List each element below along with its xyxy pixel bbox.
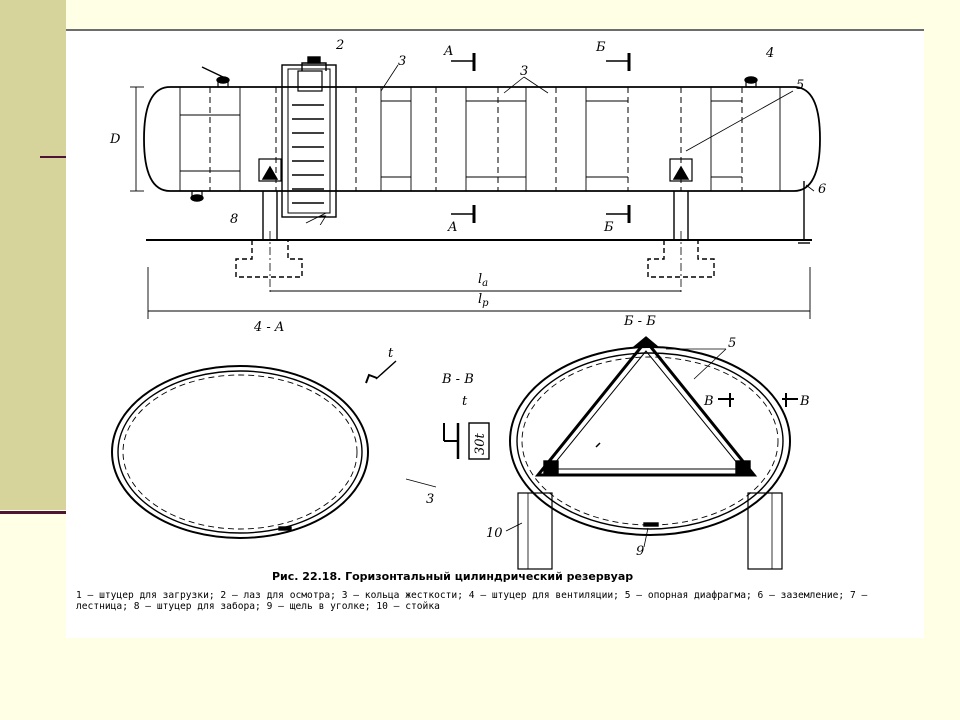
label-A-top: A bbox=[443, 44, 453, 59]
label-A-bottom: A bbox=[447, 220, 457, 235]
label-8: 8 bbox=[230, 212, 238, 227]
label-la: la bbox=[478, 272, 488, 289]
section-VV-title: В - В bbox=[441, 372, 474, 387]
label-lp: lp bbox=[478, 292, 489, 309]
figure-caption-title: Рис. 22.18. Горизонтальный цилиндрически… bbox=[272, 570, 634, 583]
label-3-ring: 3 bbox=[426, 492, 434, 507]
label-7: 7 bbox=[318, 214, 327, 229]
slide-sidebar bbox=[0, 0, 66, 510]
label-B-top: Б bbox=[595, 40, 606, 55]
label-3-rings: 3 bbox=[520, 64, 528, 79]
tank-drawing-svg: 2 3 3 4 5 6 7 8 D A A Б Б la lp 4 - A Б … bbox=[109, 38, 826, 570]
label-5-top: 5 bbox=[796, 78, 804, 93]
label-9: 9 bbox=[636, 544, 644, 559]
label-2: 2 bbox=[335, 38, 344, 53]
label-B-bottom: Б bbox=[603, 220, 614, 235]
label-5-ring: 5 bbox=[728, 336, 736, 351]
accent-line-left bbox=[40, 156, 67, 158]
figure-caption-legend: 1 — штуцер для загрузки; 2 — лаз для осм… bbox=[76, 590, 868, 612]
label-t-ring: t bbox=[388, 346, 394, 361]
section-BB-title: Б - Б bbox=[623, 314, 656, 329]
label-D: D bbox=[109, 132, 121, 147]
label-3-top: 3 bbox=[398, 54, 406, 69]
label-10: 10 bbox=[486, 526, 503, 541]
label-4: 4 bbox=[765, 46, 774, 61]
tank-drawing: 2 3 3 4 5 6 7 8 D A A Б Б la lp 4 - A Б … bbox=[66, 31, 924, 638]
accent-line-bottom bbox=[0, 511, 66, 514]
label-V-left: В bbox=[703, 394, 714, 409]
label-t-vv: t bbox=[462, 394, 468, 409]
label-6: 6 bbox=[818, 182, 826, 197]
slide-title-rule bbox=[66, 29, 924, 31]
label-30t: 30t bbox=[473, 432, 488, 455]
label-V-right: В bbox=[799, 394, 810, 409]
section-AA-title: 4 - A bbox=[253, 320, 284, 335]
